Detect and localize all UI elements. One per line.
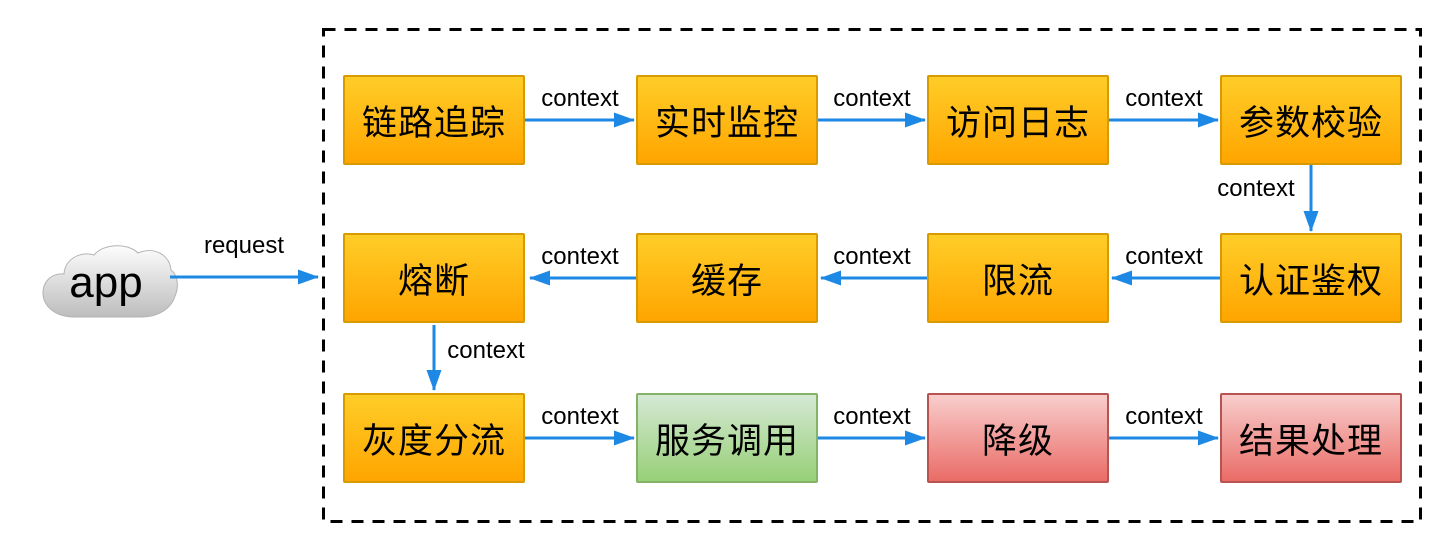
node-label: 实时监控 <box>654 103 799 143</box>
node-degrade: 降级 <box>927 393 1109 483</box>
node-auth: 认证鉴权 <box>1220 233 1402 323</box>
node-result-handling: 结果处理 <box>1220 393 1402 483</box>
edge-label-context: context <box>541 403 619 430</box>
node-label: 参数校验 <box>1238 103 1383 143</box>
node-service-call: 服务调用 <box>636 393 818 483</box>
edge-label-context: context <box>541 243 619 270</box>
node-label: 访问日志 <box>945 103 1090 143</box>
node-label: 灰度分流 <box>361 421 506 461</box>
node-label: 结果处理 <box>1238 421 1383 461</box>
node-cache: 缓存 <box>636 233 818 323</box>
edge-label-context: context <box>833 403 911 430</box>
node-label: 服务调用 <box>654 421 799 461</box>
node-gray-routing: 灰度分流 <box>343 393 525 483</box>
edge-label-context: context <box>1217 175 1295 202</box>
node-param-validation: 参数校验 <box>1220 75 1402 165</box>
node-label: 缓存 <box>690 261 763 301</box>
node-rate-limit: 限流 <box>927 233 1109 323</box>
node-label: 链路追踪 <box>361 103 506 143</box>
node-label: 降级 <box>981 421 1054 461</box>
node-label: 熔断 <box>397 261 470 301</box>
node-label: 限流 <box>981 261 1054 301</box>
node-link-tracing: 链路追踪 <box>343 75 525 165</box>
edge-label-request: request <box>203 232 285 259</box>
node-access-log: 访问日志 <box>927 75 1109 165</box>
edge-label-context: context <box>1125 243 1203 270</box>
node-circuit-breaker: 熔断 <box>343 233 525 323</box>
edge-label-context: context <box>541 85 619 112</box>
app-node-label: app <box>69 258 143 307</box>
edge-label-context: context <box>447 337 525 364</box>
edge-label-context: context <box>833 243 911 270</box>
edge-label-context: context <box>1125 85 1203 112</box>
edge-label-context: context <box>1125 403 1203 430</box>
node-realtime-monitoring: 实时监控 <box>636 75 818 165</box>
edge-label-context: context <box>833 85 911 112</box>
node-label: 认证鉴权 <box>1238 261 1383 301</box>
